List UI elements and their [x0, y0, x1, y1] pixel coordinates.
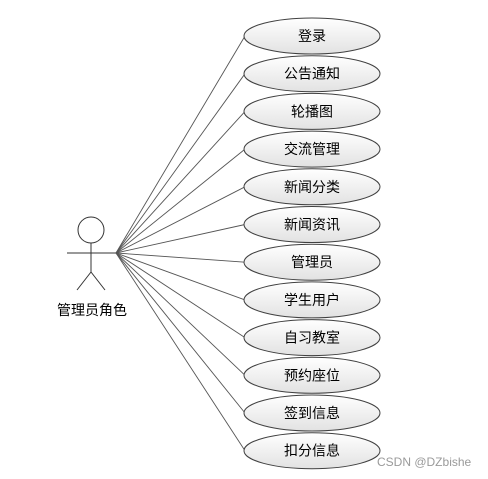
- use-case-admin: 管理员: [243, 243, 381, 281]
- use-case-ellipse: [243, 17, 381, 55]
- use-case-ellipse: [243, 168, 381, 206]
- association-line-news-info: [115, 224, 246, 254]
- use-case-list: 登录公告通知轮播图交流管理新闻分类新闻资讯管理员学生用户自习教室预约座位签到信息…: [243, 17, 381, 470]
- use-case-label: 管理员: [291, 255, 333, 271]
- association-line-signin-info: [115, 252, 246, 414]
- association-line-carousel: [115, 111, 246, 254]
- use-case-label: 新闻资讯: [284, 218, 340, 234]
- association-line-study-room: [115, 252, 246, 338]
- use-case-ellipse: [243, 92, 381, 130]
- use-case-ellipse: [243, 130, 381, 168]
- use-case-seat-booking: 预约座位: [243, 356, 381, 394]
- use-case-ellipse: [243, 243, 381, 281]
- use-case-label: 学生用户: [284, 292, 340, 309]
- use-case-label: 签到信息: [284, 405, 340, 422]
- watermark: CSDN @DZbishe: [377, 455, 472, 469]
- use-case-login: 登录: [243, 17, 381, 55]
- association-line-deduction-info: [115, 252, 246, 451]
- actor-left-leg: [76, 271, 92, 291]
- association-line-student-user: [115, 252, 246, 301]
- use-case-label: 预约座位: [284, 368, 340, 384]
- use-case-ellipse: [243, 394, 381, 432]
- use-case-ellipse: [243, 206, 381, 243]
- use-case-news-info: 新闻资讯: [243, 206, 381, 243]
- use-case-label: 登录: [298, 29, 326, 45]
- use-case-ellipse: [243, 319, 381, 357]
- use-case-label: 扣分信息: [284, 443, 340, 460]
- use-case-ellipse: [243, 356, 381, 394]
- use-case-signin-info: 签到信息: [243, 394, 381, 432]
- association-line-admin: [115, 252, 246, 263]
- use-case-label: 轮播图: [291, 104, 333, 120]
- use-case-carousel: 轮播图: [243, 92, 381, 130]
- use-case-ellipse: [243, 55, 381, 93]
- use-case-news-category: 新闻分类: [243, 168, 381, 206]
- use-case-notice: 公告通知: [243, 55, 381, 93]
- use-case-study-room: 自习教室: [243, 319, 381, 357]
- use-case-ellipse: [243, 281, 381, 319]
- association-line-seat-booking: [115, 252, 246, 376]
- use-case-label: 自习教室: [284, 330, 340, 347]
- actor-label: 管理员角色: [57, 302, 127, 319]
- association-lines: [115, 35, 246, 451]
- actor-head: [77, 216, 105, 244]
- use-case-ellipse: [243, 432, 381, 470]
- use-case-label: 公告通知: [284, 66, 340, 83]
- association-line-notice: [115, 73, 246, 254]
- use-case-student-user: 学生用户: [243, 281, 381, 319]
- use-case-exchange-mgmt: 交流管理: [243, 130, 381, 168]
- actor-right-leg: [90, 271, 106, 291]
- association-line-news-category: [115, 186, 246, 254]
- use-case-label: 交流管理: [284, 141, 340, 158]
- use-case-label: 新闻分类: [284, 180, 340, 196]
- actor-admin: 管理员角色: [57, 216, 127, 319]
- association-line-login: [115, 35, 246, 254]
- use-case-deduction-info: 扣分信息: [243, 432, 381, 470]
- association-line-exchange-mgmt: [115, 148, 246, 254]
